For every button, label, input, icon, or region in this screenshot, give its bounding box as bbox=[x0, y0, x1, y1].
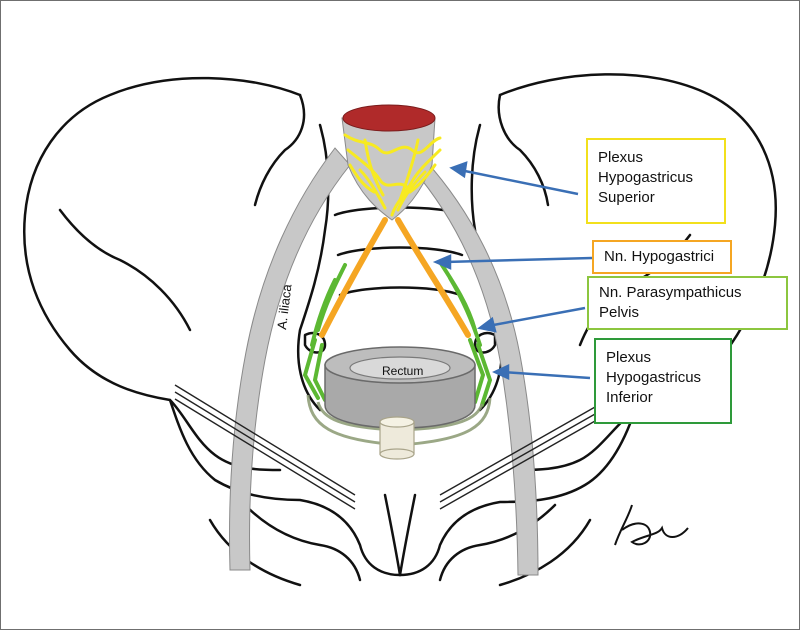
rectum-label: Rectum bbox=[382, 364, 423, 378]
rectum bbox=[325, 347, 475, 428]
label-nn-hypogastrici: Nn. Hypogastrici bbox=[592, 240, 732, 274]
label-plexus-hypogastricus-inferior: Plexus Hypogastricus Inferior bbox=[594, 338, 732, 424]
label-nn-parasympathicus-pelvis: Nn. Parasympathicus Pelvis bbox=[587, 276, 788, 330]
aorta-cut-end bbox=[343, 105, 435, 131]
urethra-cylinder bbox=[380, 417, 414, 459]
hypogastric-nerves bbox=[322, 220, 468, 335]
label-plexus-hypogastricus-superior: Plexus Hypogastricus Superior bbox=[586, 138, 726, 224]
artist-signature bbox=[615, 505, 688, 545]
